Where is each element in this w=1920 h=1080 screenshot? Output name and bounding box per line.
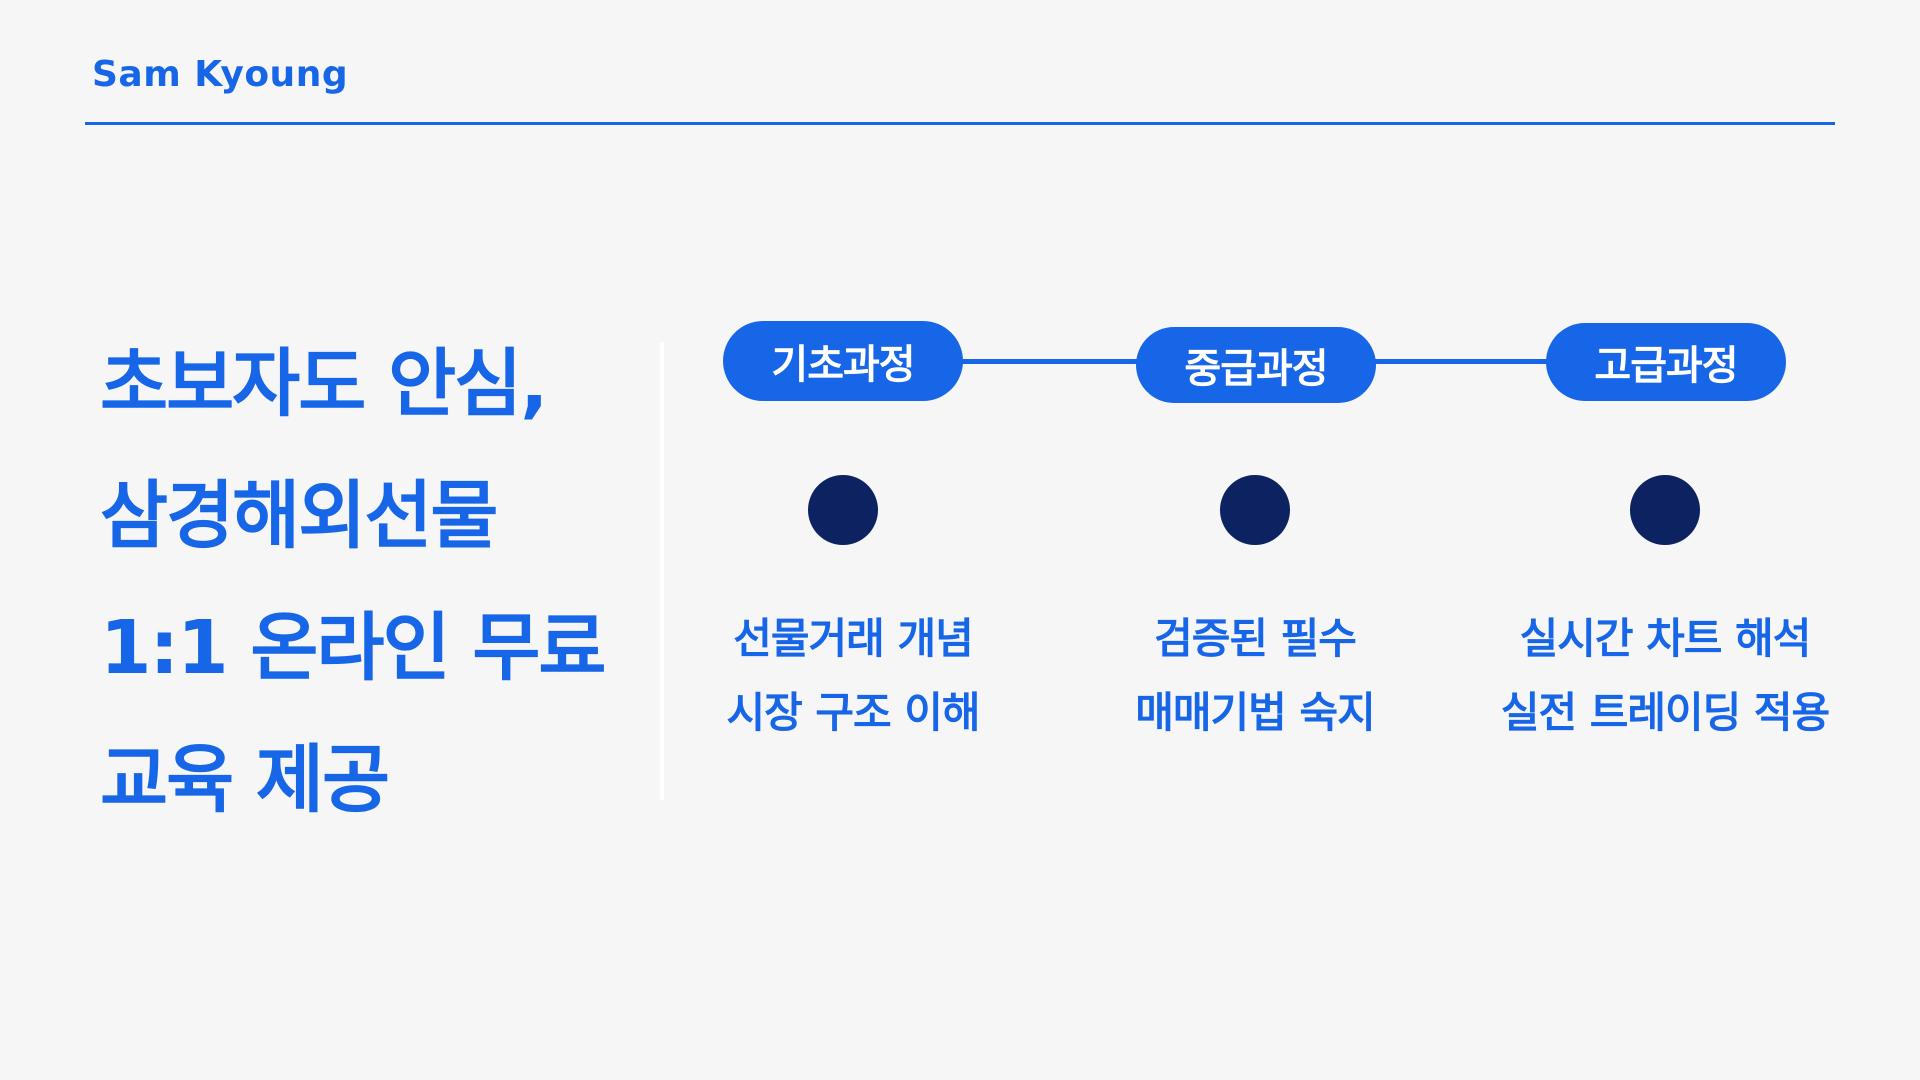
vertical-divider <box>660 342 664 800</box>
stage-description-intermediate: 검증된 필수 매매기법 숙지 <box>1045 602 1465 750</box>
timeline-dot <box>1630 475 1700 545</box>
stage-pill-basic: 기초과정 <box>723 321 963 401</box>
stage-description-basic: 선물거래 개념 시장 구조 이해 <box>643 602 1063 750</box>
stage-description-line: 실시간 차트 해석 <box>1519 614 1812 663</box>
stage-description-line: 매매기법 숙지 <box>1135 688 1375 737</box>
timeline-dot <box>808 475 878 545</box>
headline-line: 삼경해외선물 <box>100 473 498 559</box>
headline: 초보자도 안심, 삼경해외선물 1:1 온라인 무료 교육 제공 <box>100 318 660 846</box>
timeline-dot <box>1220 475 1290 545</box>
headline-line: 초보자도 안심, <box>100 341 548 427</box>
stage-description-advanced: 실시간 차트 해석 실전 트레이딩 적용 <box>1455 602 1875 750</box>
timeline-connector <box>958 359 1140 364</box>
headline-line: 1:1 온라인 무료 <box>100 605 607 691</box>
header-divider <box>85 122 1835 125</box>
stage-description-line: 실전 트레이딩 적용 <box>1500 688 1830 737</box>
stage-pill-intermediate: 중급과정 <box>1136 327 1376 403</box>
stage-description-line: 선물거래 개념 <box>733 614 973 663</box>
headline-line: 교육 제공 <box>100 737 390 823</box>
timeline-connector <box>1372 359 1550 364</box>
brand-logo-text: Sam Kyoung <box>92 54 349 95</box>
stage-description-line: 검증된 필수 <box>1154 614 1357 663</box>
stage-description-line: 시장 구조 이해 <box>726 688 980 737</box>
stage-pill-advanced: 고급과정 <box>1546 323 1786 401</box>
